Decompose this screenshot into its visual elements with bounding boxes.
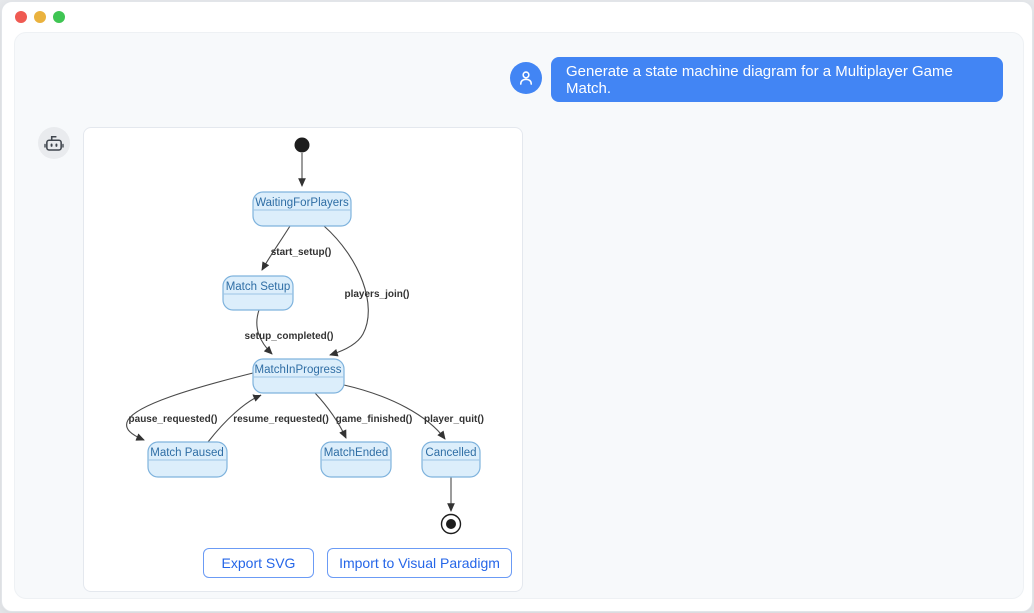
state-label: MatchInProgress: [255, 364, 342, 376]
transition-label: setup_completed(): [245, 331, 334, 342]
state-node-matchended: MatchEnded: [320, 441, 392, 478]
transition-game-finished: [314, 392, 347, 439]
state-node-cancelled: Cancelled: [421, 441, 481, 478]
state-machine-diagram: start_setup() players_join() setup_compl…: [126, 137, 484, 535]
transition-pause-requested: [126, 372, 254, 441]
transition-label: pause_requested(): [129, 414, 218, 425]
transition-player-quit: [343, 384, 446, 440]
state-label: Match Paused: [150, 447, 224, 459]
state-node-waitingforplayers: WaitingForPlayers: [252, 191, 352, 227]
person-icon: [519, 71, 533, 85]
diagram-card: start_setup() players_join() setup_compl…: [83, 127, 523, 592]
export-svg-button[interactable]: Export SVG: [203, 548, 314, 578]
state-label: MatchEnded: [324, 447, 389, 459]
zoom-button[interactable]: [53, 11, 65, 23]
export-svg-label: Export SVG: [221, 555, 296, 571]
initial-state-node: [294, 137, 310, 153]
user-message-bubble: Generate a state machine diagram for a M…: [551, 57, 1003, 102]
state-node-match-paused: Match Paused: [147, 441, 228, 478]
minimize-button[interactable]: [34, 11, 46, 23]
close-button[interactable]: [15, 11, 27, 23]
transition-label: start_setup(): [271, 247, 332, 258]
transition-setup-completed: [256, 309, 273, 355]
user-avatar: [510, 62, 542, 94]
import-visual-paradigm-label: Import to Visual Paradigm: [339, 555, 500, 571]
transition-resume-requested: [207, 394, 262, 443]
state-label: Match Setup: [226, 281, 291, 293]
transition-label: players_join(): [344, 289, 409, 300]
transition-label: game_finished(): [336, 414, 413, 425]
titlebar: [2, 2, 1032, 32]
state-label: Cancelled: [425, 447, 476, 459]
state-node-matchinprogress: MatchInProgress: [252, 358, 345, 394]
user-message-text: Generate a state machine diagram for a M…: [566, 62, 953, 97]
chat-panel: Generate a state machine diagram for a M…: [14, 32, 1024, 599]
robot-icon: [44, 135, 64, 151]
final-state-node: [440, 513, 462, 535]
bot-avatar: [38, 127, 70, 159]
transition-label: player_quit(): [424, 414, 484, 425]
state-label: WaitingForPlayers: [255, 197, 349, 209]
transition-label: resume_requested(): [233, 414, 329, 425]
state-node-match-setup: Match Setup: [222, 275, 294, 311]
transition-players-join: [323, 225, 369, 357]
transition-start-setup: [261, 225, 291, 271]
import-visual-paradigm-button[interactable]: Import to Visual Paradigm: [327, 548, 512, 578]
